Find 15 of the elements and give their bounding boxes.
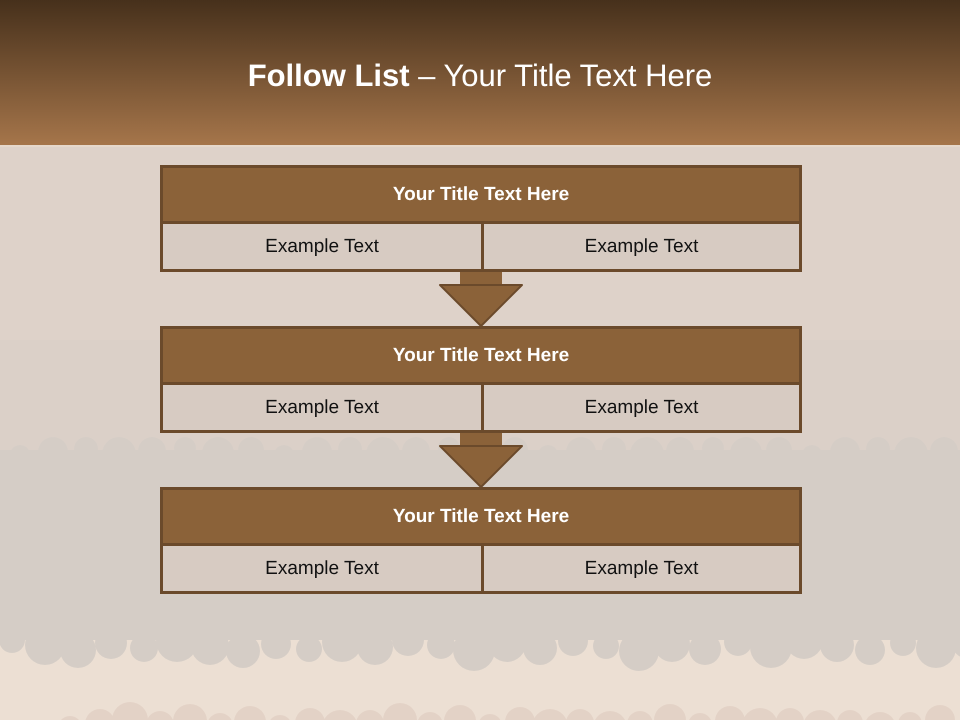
table-cell: Example Text xyxy=(163,543,481,591)
flow-arrow xyxy=(439,433,523,488)
slide-title: Follow List – Your Title Text Here xyxy=(246,57,714,95)
table-cell: Example Text xyxy=(481,382,799,430)
table-cell: Example Text xyxy=(163,221,481,269)
table-cell: Example Text xyxy=(163,382,481,430)
step-panel xyxy=(160,326,802,433)
table-cell: Example Text xyxy=(481,221,799,269)
step-title: Your Title Text Here xyxy=(163,490,799,543)
flow-arrow xyxy=(439,272,523,327)
table-cell: Example Text xyxy=(481,543,799,591)
step-panel xyxy=(160,487,802,594)
step-title: Your Title Text Here xyxy=(163,168,799,221)
step-panel xyxy=(160,165,802,272)
step-title: Your Title Text Here xyxy=(163,329,799,382)
